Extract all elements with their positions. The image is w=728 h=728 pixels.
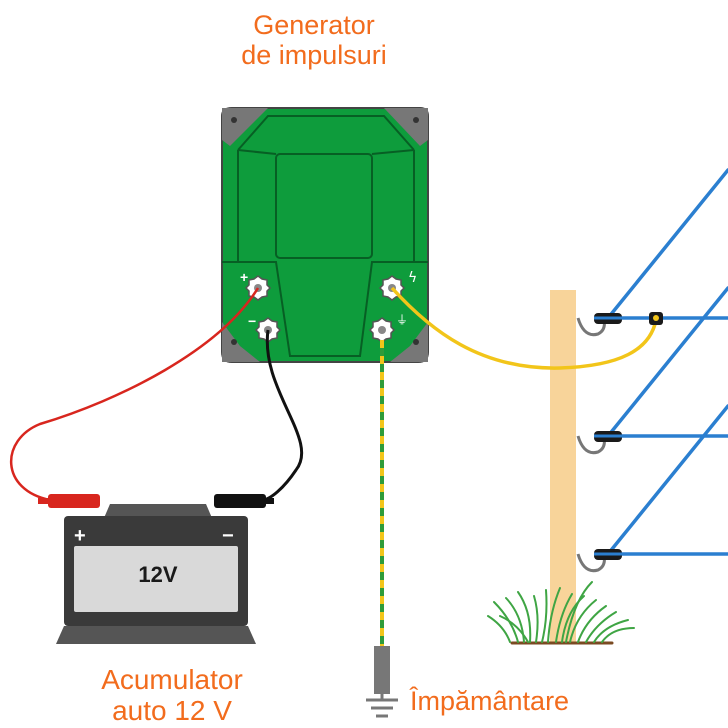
insulators: [576, 313, 622, 573]
generator-title-line2: de impulsuri: [241, 40, 387, 71]
fence-post: [550, 290, 576, 642]
generator-title-line1: Generator: [253, 10, 375, 40]
generator-title: Generator de impulsuri: [214, 10, 414, 70]
battery-title-line1: Acumulator: [101, 664, 243, 695]
red-wire: [9, 287, 260, 502]
fence-wire-diagonal-1: [606, 168, 728, 320]
terminal-plus-symbol: +: [240, 269, 248, 285]
earth-rod: [374, 646, 390, 694]
terminal-minus-symbol: −: [248, 313, 256, 329]
battery-clamp-red: [48, 494, 100, 508]
battery-minus-sign: −: [222, 525, 234, 547]
terminal-fence-symbol: ϟ: [408, 270, 417, 286]
earth-wire: [366, 340, 398, 718]
insulator-top: [576, 313, 622, 337]
pulse-generator: [221, 107, 429, 363]
insulator-middle: [576, 431, 622, 455]
yellow-wire-clip: [649, 312, 663, 325]
earth-title: Împământare: [410, 686, 570, 716]
generator-corner-br: [390, 322, 428, 362]
battery-voltage-label: 12V: [138, 562, 178, 587]
fence-wire-diagonal-3: [606, 404, 728, 556]
black-wire: [261, 329, 304, 502]
fence-wires: [606, 168, 728, 556]
fence-wire-diagonal-2: [606, 286, 728, 438]
terminal-earth: [368, 317, 396, 343]
terminal-earth-symbol: ⏚: [396, 313, 408, 327]
battery-clamp-black: [214, 494, 266, 508]
battery-title-line2: auto 12 V: [112, 695, 232, 727]
generator-corner-bl: [222, 322, 260, 362]
battery-plus-sign: +: [74, 525, 86, 547]
insulator-bottom: [576, 549, 622, 573]
battery-label-panel: [74, 546, 238, 612]
grass: [487, 581, 635, 645]
car-battery: + −: [38, 494, 274, 644]
battery-title: Acumulator auto 12 V: [52, 664, 292, 727]
yellow-wire: [390, 286, 658, 370]
